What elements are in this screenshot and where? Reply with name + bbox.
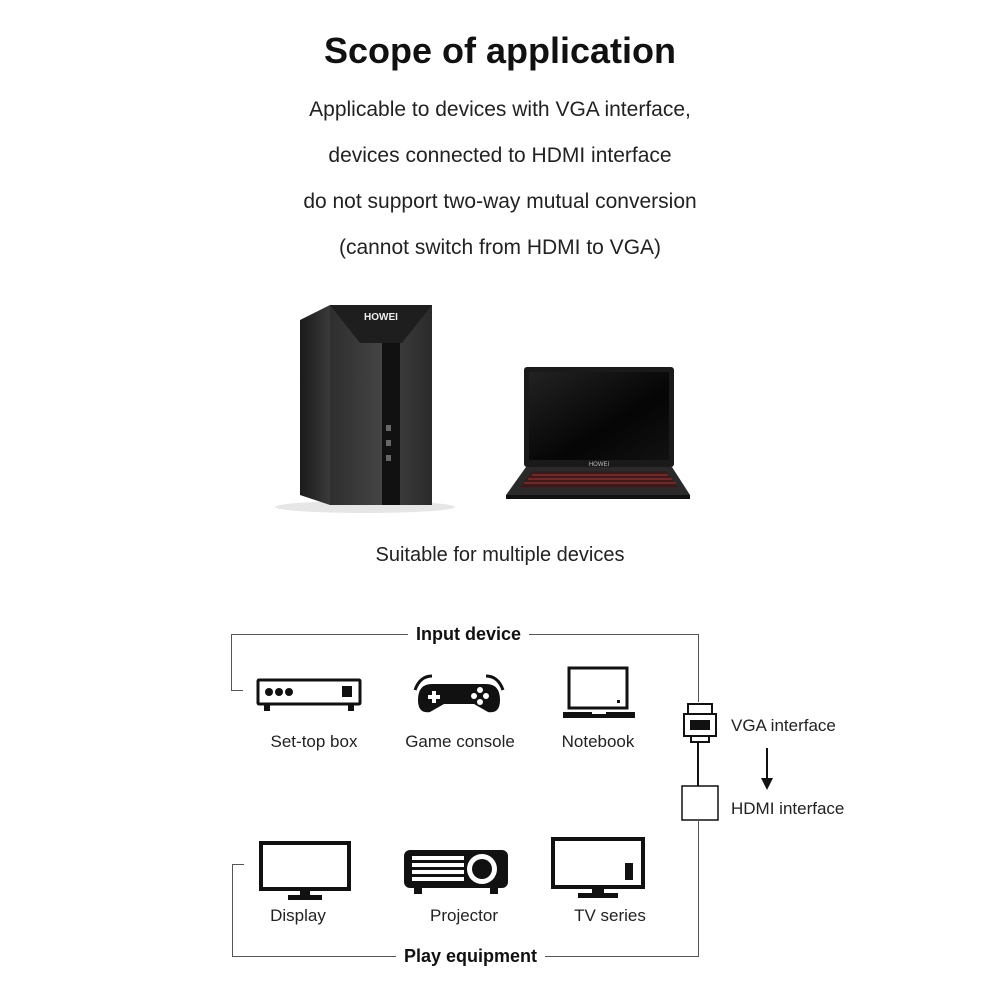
laptop-image: HOWEI (506, 367, 690, 499)
page-title: Scope of application (323, 30, 677, 71)
input-frame-left (231, 634, 232, 690)
product-photo: HOWEI HOWEI (275, 305, 690, 513)
play-frame-left (232, 864, 233, 956)
tower-pc-image: HOWEI (300, 305, 432, 505)
laptop-icon (563, 666, 635, 718)
input-frame-left-tick (231, 690, 243, 691)
device-label-display: Display (270, 906, 326, 925)
device-label-game-console: Game console (405, 732, 515, 751)
device-label-set-top-box: Set-top box (270, 732, 358, 751)
device-label-tv-series: TV series (574, 906, 646, 925)
device-label-notebook: Notebook (561, 732, 635, 751)
play-frame-right (698, 820, 699, 956)
tower-brand: HOWEI (364, 312, 398, 323)
vga-to-hdmi-adapter-icon (681, 703, 719, 821)
hdmi-interface-label: HDMI interface (731, 799, 845, 818)
description-line-2: devices connected to HDMI interface (328, 144, 672, 167)
play-frame-left-tick (232, 864, 244, 865)
laptop-brand: HOWEI (589, 462, 610, 468)
description-line-4: (cannot switch from HDMI to VGA) (338, 236, 662, 259)
description-line-3: do not support two-way mutual conversion (303, 190, 697, 213)
description-line-1: Applicable to devices with VGA interface… (309, 98, 691, 121)
play-section-label: Play equipment (396, 946, 546, 967)
vga-interface-label: VGA interface (731, 716, 836, 735)
tv-icon (551, 837, 645, 898)
caption: Suitable for multiple devices (375, 544, 625, 566)
input-frame-right (698, 634, 699, 702)
gamepad-icon (413, 674, 505, 713)
projector-icon (404, 850, 508, 894)
arrow-down-icon (761, 748, 773, 790)
input-section-label: Input device (408, 624, 530, 645)
set-top-box-icon (256, 678, 362, 711)
device-label-projector: Projector (429, 906, 499, 925)
monitor-icon (259, 841, 351, 900)
